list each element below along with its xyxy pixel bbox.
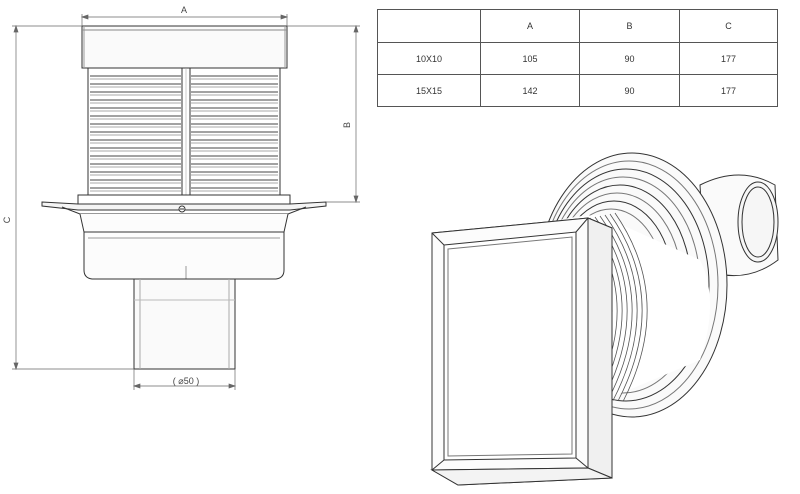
dim-a-label: A [181,5,187,15]
table-header-row: A B C [377,9,778,43]
isometric-view-drain [430,152,779,486]
table-cell: 177 [679,42,778,75]
table-header-cell: A [480,9,580,43]
dim-b-label: B [342,122,352,128]
table-cell: 142 [480,74,580,107]
table-cell: 90 [579,74,680,107]
iso-rib-line [599,215,633,401]
table-header-cell: C [679,9,778,43]
side-view-drain [41,25,327,370]
dimension-lines [12,14,360,390]
table-header-cell [377,9,481,43]
iso-rib-line [609,213,643,402]
dim-diameter-label: ( ⌀50 ) [173,376,199,386]
table-header-cell: B [579,9,680,43]
table-row: 15X15 142 90 177 [377,74,778,107]
table-cell: 10X10 [377,42,481,75]
iso-grate-face [443,231,577,461]
iso-rib-line [614,212,648,402]
body-ribs [90,75,278,192]
table-row: 10X10 105 90 177 [377,42,778,75]
grate-cap [81,25,288,69]
table-cell: 90 [579,42,680,75]
table-cell: 15X15 [377,74,481,107]
table-cell: 105 [480,42,580,75]
table-cell: 177 [679,74,778,107]
dim-c-label: C [2,216,12,223]
outlet-pipe [133,278,236,370]
dimensions-table: A B C 10X10 105 90 177 15X15 142 90 177 [377,9,778,107]
iso-rib-line [604,214,638,401]
lower-housing [79,213,289,280]
